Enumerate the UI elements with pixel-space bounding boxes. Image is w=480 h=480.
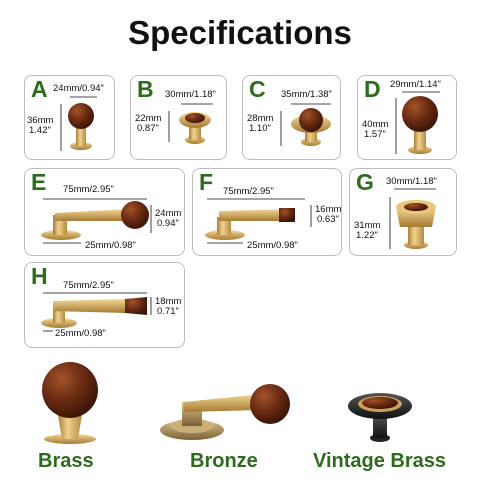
knob-b-drawing xyxy=(168,103,213,144)
height-mm-label: 18mm xyxy=(155,296,182,307)
base-label: 25mm/0.98" xyxy=(55,328,106,339)
width-label: 30mm/1.18" xyxy=(165,89,216,100)
height-in-label: 0.87" xyxy=(137,123,159,134)
height-in-label: 0.63" xyxy=(317,214,339,225)
spec-card-g: G 30mm/1.18" 31mm 1.22" xyxy=(349,168,457,256)
knob-g-drawing xyxy=(389,188,436,249)
spec-card-a: A 24mm/0.94" 36mm 1.42" xyxy=(24,75,115,160)
spec-card-h: H 75mm/2.95" 18mm 0.71" 25mm/0.98" xyxy=(24,262,185,348)
height-in-label: 1.57" xyxy=(364,129,386,140)
length-label: 75mm/2.95" xyxy=(63,184,114,195)
height-in-label: 1.10" xyxy=(249,123,271,134)
knob-a-drawing xyxy=(60,96,97,151)
spec-card-c: C 35mm/1.38" 28mm 1.10" xyxy=(242,75,341,160)
width-label: 24mm/0.94" xyxy=(53,83,104,94)
width-label: 29mm/1.14" xyxy=(390,79,441,90)
height-in-label: 1.42" xyxy=(29,125,51,136)
card-letter: F xyxy=(199,169,214,195)
card-letter: A xyxy=(31,76,48,102)
card-letter: G xyxy=(356,169,374,195)
finish-label-vintage-brass: Vintage Brass xyxy=(313,450,447,472)
page-title: Specifications xyxy=(128,14,352,51)
height-mm-label: 16mm xyxy=(315,204,342,215)
height-mm-label: 31mm xyxy=(354,220,381,231)
length-label: 75mm/2.95" xyxy=(223,186,274,197)
height-mm-label: 22mm xyxy=(135,113,162,124)
finish-label-brass: Brass xyxy=(38,450,94,472)
width-label: 35mm/1.38" xyxy=(281,89,332,100)
height-mm-label: 40mm xyxy=(362,119,389,130)
card-letter: D xyxy=(364,76,381,102)
handle-f-drawing xyxy=(205,198,312,244)
spec-card-b: B 30mm/1.18" 22mm 0.87" xyxy=(130,75,227,160)
spec-card-e: E 75mm/2.95" 24mm 0.94" 25mm/0.98" xyxy=(24,168,185,256)
height-mm-label: 24mm xyxy=(155,208,182,219)
card-letter: E xyxy=(31,169,47,195)
handle-h-drawing xyxy=(41,292,152,332)
knob-c-drawing xyxy=(280,103,331,146)
spec-card-d: D 29mm/1.14" 40mm 1.57" xyxy=(357,75,457,160)
knob-d-drawing xyxy=(395,91,440,154)
card-letter: C xyxy=(249,76,266,102)
length-label: 75mm/2.95" xyxy=(63,280,114,291)
height-mm-label: 28mm xyxy=(247,113,274,124)
base-label: 25mm/0.98" xyxy=(85,240,136,251)
card-letter: B xyxy=(137,76,154,102)
base-label: 25mm/0.98" xyxy=(247,240,298,251)
handle-e-drawing xyxy=(41,198,152,244)
card-letter: H xyxy=(31,263,48,289)
finish-label-bronze: Bronze xyxy=(190,450,258,472)
height-in-label: 0.94" xyxy=(157,218,179,229)
height-in-label: 0.71" xyxy=(157,306,179,317)
width-label: 30mm/1.18" xyxy=(386,176,437,187)
spec-card-f: F 75mm/2.95" 16mm 0.63" 25mm/0.98" xyxy=(192,168,342,256)
height-mm-label: 36mm xyxy=(27,115,54,126)
height-in-label: 1.22" xyxy=(356,230,378,241)
